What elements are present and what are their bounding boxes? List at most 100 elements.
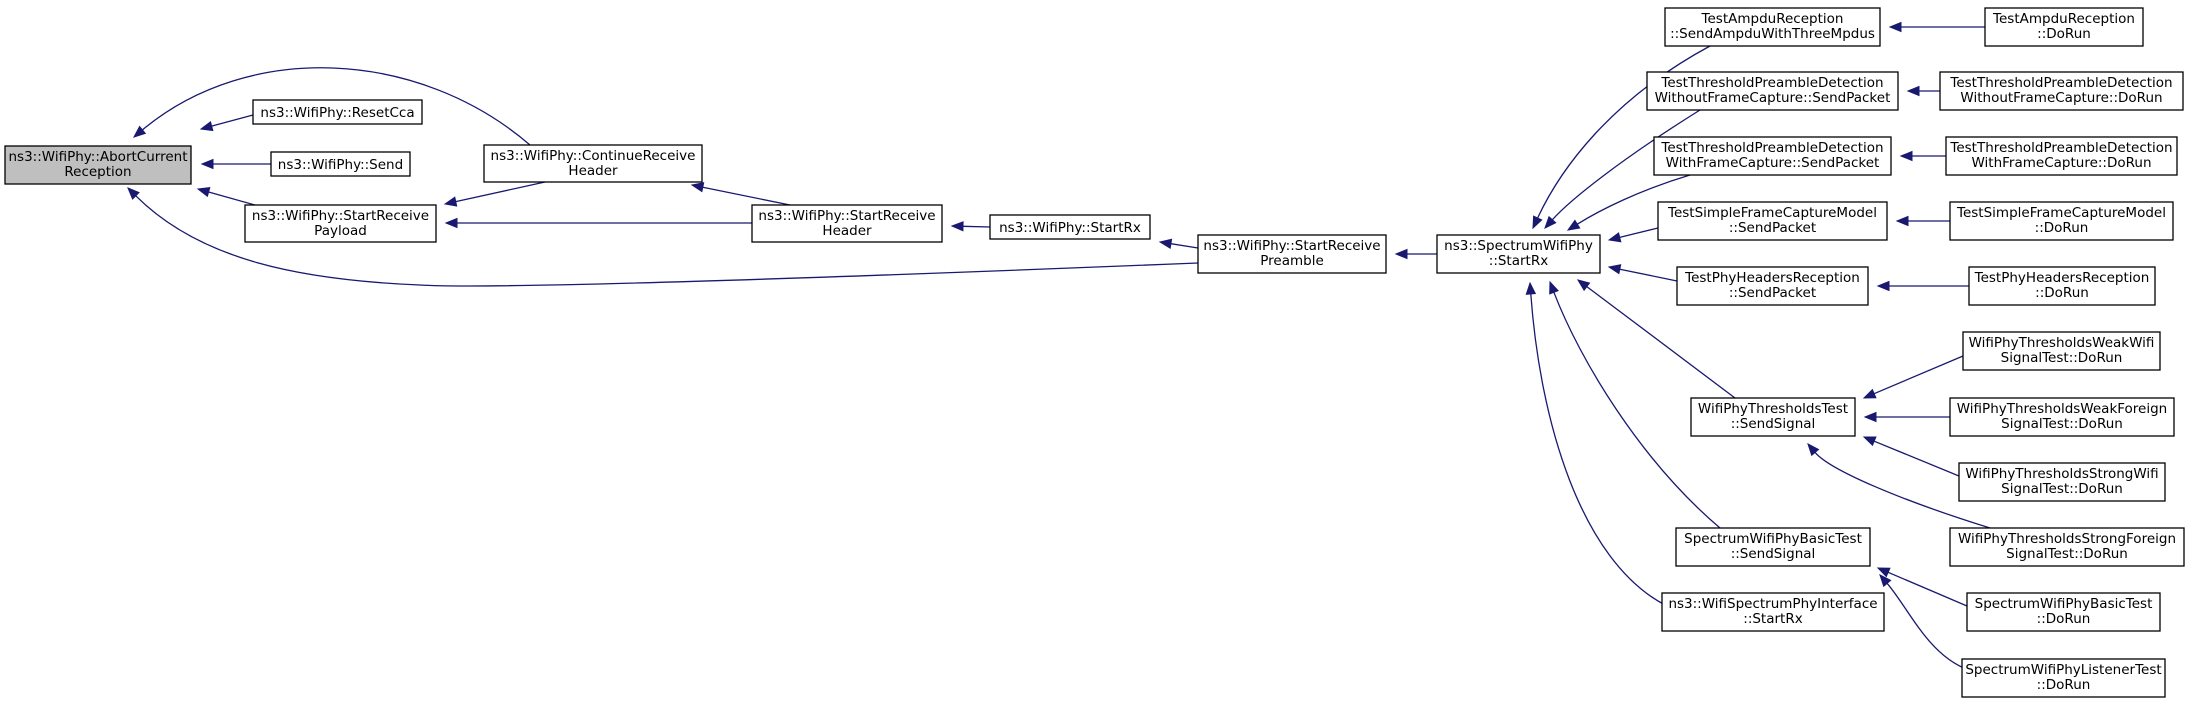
node-box[interactable] [1949,201,2174,241]
edge-line [1619,227,1659,239]
node-spectrumrx[interactable]: ns3::SpectrumWifiPhy::StartRx [1436,234,1601,274]
node-box[interactable] [1690,397,1856,437]
node-label-line: SpectrumWifiPhyBasicTest [1975,596,2153,612]
node-tpdwdorun[interactable]: TestThresholdPreambleDetectionWithFrameC… [1945,136,2178,176]
edge-line [208,191,256,206]
node-box[interactable] [1968,266,2156,306]
edge-tpdwsend-to-spectrumrx [1566,174,1691,231]
edge-arrowhead [1879,574,1892,588]
edge-arrowhead [1876,567,1891,578]
node-tpdwsend[interactable]: TestThresholdPreambleDetectionWithFrameC… [1653,136,1892,176]
node-box[interactable] [1197,234,1387,274]
edge-arrowhead [1525,281,1537,295]
edge-srpreamble-to-startrx [1158,238,1199,250]
node-label-line: ::StartRx [1743,611,1802,627]
node-sfcdorun[interactable]: TestSimpleFrameCaptureModel::DoRun [1949,201,2174,241]
node-thstrongwifi[interactable]: WifiPhyThresholdsStrongWifiSignalTest::D… [1958,462,2166,502]
edge-line [1586,286,1736,399]
node-label-line: Preamble [1260,253,1324,269]
node-label-line: WithFrameCapture::DoRun [1971,155,2151,171]
node-label-line: Reception [64,164,131,180]
node-thweakwifi[interactable]: WifiPhyThresholdsWeakWifiSignalTest::DoR… [1962,331,2161,371]
edge-line [1886,582,1976,673]
node-tpdwosend[interactable]: TestThresholdPreambleDetectionWithoutFra… [1646,71,1899,111]
node-box[interactable] [751,204,943,243]
edge-startrx-to-srheader [950,221,991,232]
node-label-line: TestAmpduReception [1701,11,1844,27]
node-label-line: WifiPhyThresholdsTest [1698,401,1848,417]
node-box[interactable] [1949,397,2175,437]
node-box[interactable] [1664,7,1881,47]
node-phsend[interactable]: TestPhyHeadersReception::SendPacket [1676,266,1869,306]
node-label-line: ns3::WifiSpectrumPhyInterface [1668,596,1877,612]
node-box[interactable] [1646,71,1899,111]
node-label-line: ::DoRun [2035,220,2089,236]
node-box[interactable] [4,145,192,185]
edge-line [1530,293,1666,606]
node-label-line: TestSimpleFrameCaptureModel [1667,205,1877,221]
node-startrx[interactable]: ns3::WifiPhy::StartRx [989,214,1151,240]
node-label-line: ::SendPacket [1729,285,1816,301]
node-box[interactable] [1657,201,1888,241]
node-label-line: WithFrameCapture::SendPacket [1666,155,1880,171]
edge-line [1873,355,1964,395]
edge-arrowhead [443,196,458,207]
node-tpdwodorun[interactable]: TestThresholdPreambleDetectionWithoutFra… [1939,71,2184,111]
node-box[interactable] [1961,658,2166,698]
node-thsend[interactable]: WifiPhyThresholdsTest::SendSignal [1690,397,1856,437]
edge-arrowhead [1394,248,1408,260]
node-box[interactable] [989,214,1151,240]
node-box[interactable] [1653,136,1892,176]
node-label-line: ::DoRun [2035,285,2089,301]
node-label-line: TestThresholdPreambleDetection [1660,75,1883,91]
node-label-line: TestThresholdPreambleDetection [1660,140,1883,156]
node-listenerdorun[interactable]: SpectrumWifiPhyListenerTest::DoRun [1961,658,2166,698]
node-box[interactable] [1966,592,2161,632]
node-box[interactable] [483,144,703,183]
node-resetcca[interactable]: ns3::WifiPhy::ResetCca [252,99,423,125]
edge-arrowhead [196,187,211,198]
edge-wspistartrx-to-spectrumrx [1525,281,1666,606]
node-thweakforeign[interactable]: WifiPhyThresholdsWeakForeignSignalTest::… [1949,397,2175,437]
node-ampdusend[interactable]: TestAmpduReception::SendAmpduWithThreeMp… [1664,7,1881,47]
nodes-layer: ns3::WifiPhy::AbortCurrentReceptionns3::… [4,7,2185,698]
node-box[interactable] [1939,71,2184,111]
node-phdorun[interactable]: TestPhyHeadersReception::DoRun [1968,266,2156,306]
edge-line [1170,243,1199,249]
edge-arrowhead [1532,215,1543,230]
node-label-line: SpectrumWifiPhyBasicTest [1684,531,1862,547]
edge-thstrongforeign-to-thsend [1807,442,1991,529]
edge-line [962,225,991,228]
node-box[interactable] [1984,7,2144,47]
edge-arrowhead [132,125,147,138]
node-box[interactable] [252,99,423,125]
node-box[interactable] [1436,234,1601,274]
node-box[interactable] [1958,462,2166,502]
node-send[interactable]: ns3::WifiPhy::Send [270,151,411,177]
edge-resetcca-to-abort [199,114,254,132]
node-ampdudorun[interactable]: TestAmpduReception::DoRun [1984,7,2144,47]
edge-sfcsend-to-spectrumrx [1607,227,1659,243]
node-label-line: TestPhyHeadersReception [1974,270,2150,286]
node-wspistartrx[interactable]: ns3::WifiSpectrumPhyInterface::StartRx [1661,592,1885,632]
node-box[interactable] [244,204,437,243]
node-box[interactable] [1661,592,1885,632]
node-sbtsend[interactable]: SpectrumWifiPhyBasicTest::SendSignal [1675,527,1871,567]
node-box[interactable] [1962,331,2161,371]
node-box[interactable] [1945,136,2178,176]
node-sfcsend[interactable]: TestSimpleFrameCaptureModel::SendPacket [1657,201,1888,241]
node-thstrongforeign[interactable]: WifiPhyThresholdsStrongForeignSignalTest… [1949,527,2185,567]
node-sbtdorun[interactable]: SpectrumWifiPhyBasicTest::DoRun [1966,592,2161,632]
node-box[interactable] [270,151,411,177]
node-box[interactable] [1676,266,1869,306]
node-label-line: Payload [314,223,367,239]
node-box[interactable] [1949,527,2185,567]
edge-arrowhead [127,187,140,200]
node-box[interactable] [1675,527,1871,567]
